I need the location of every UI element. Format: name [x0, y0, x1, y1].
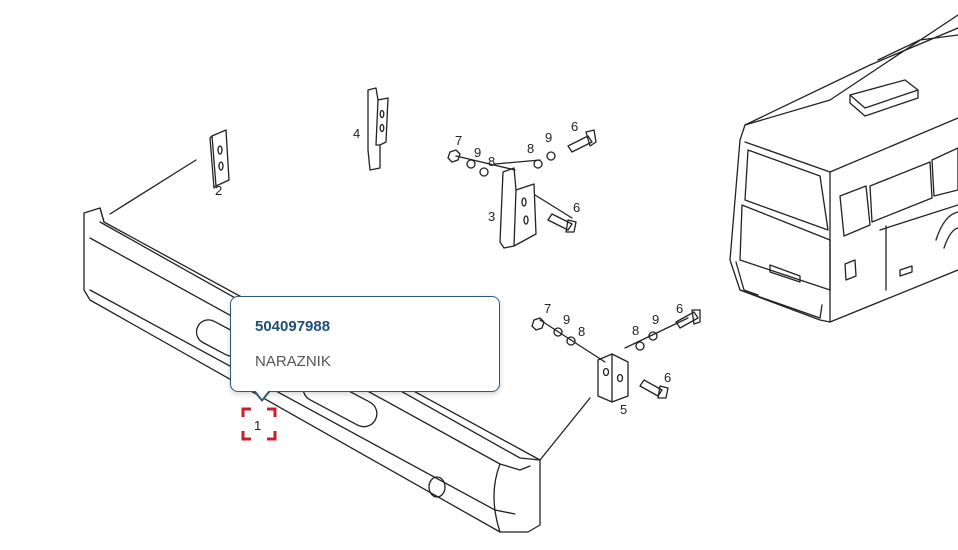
- callout-4[interactable]: 4: [353, 126, 360, 141]
- bracket-part-3[interactable]: [499, 167, 537, 249]
- callout-8b[interactable]: 8: [527, 141, 534, 156]
- tooltip-part-number[interactable]: 504097988: [255, 318, 331, 335]
- hardware-lower[interactable]: [531, 309, 701, 399]
- callout-8d[interactable]: 8: [632, 323, 639, 338]
- bracket-part-4[interactable]: [367, 87, 389, 171]
- selection-marker[interactable]: [241, 407, 277, 441]
- hardware-upper[interactable]: [447, 129, 597, 233]
- callout-9a[interactable]: 9: [474, 145, 481, 160]
- callout-1[interactable]: 1: [254, 418, 261, 433]
- callout-8c[interactable]: 8: [578, 324, 585, 339]
- callout-6c[interactable]: 6: [676, 301, 683, 316]
- callout-6d[interactable]: 6: [664, 370, 671, 385]
- tooltip-pointer-inner: [255, 390, 269, 399]
- bus-illustration: [729, 14, 958, 323]
- callout-6b[interactable]: 6: [573, 200, 580, 215]
- callout-3[interactable]: 3: [488, 209, 495, 224]
- callout-6a[interactable]: 6: [571, 119, 578, 134]
- bracket-part-5[interactable]: [597, 353, 629, 403]
- callout-9c[interactable]: 9: [563, 312, 570, 327]
- callout-9b[interactable]: 9: [545, 130, 552, 145]
- callout-8a[interactable]: 8: [488, 154, 495, 169]
- callout-7a[interactable]: 7: [455, 133, 462, 148]
- callout-9d[interactable]: 9: [652, 312, 659, 327]
- part-tooltip: 504097988 NARAZNIK: [230, 296, 500, 392]
- tooltip-description: NARAZNIK: [255, 353, 331, 370]
- callout-2[interactable]: 2: [215, 183, 222, 198]
- callout-5[interactable]: 5: [620, 402, 627, 417]
- callout-7b[interactable]: 7: [544, 301, 551, 316]
- bracket-part-2[interactable]: [209, 129, 230, 189]
